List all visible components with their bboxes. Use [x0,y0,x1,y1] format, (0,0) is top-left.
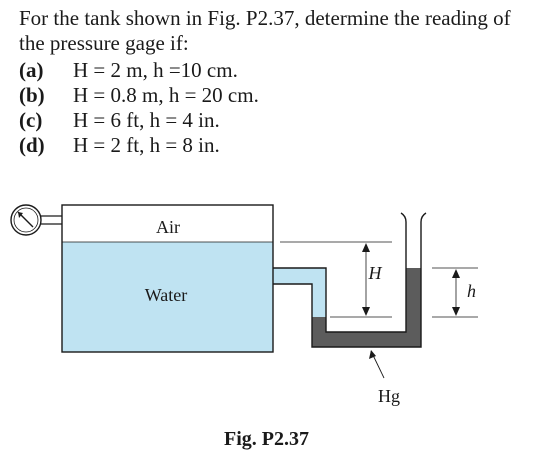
air-label: Air [156,217,180,237]
part-label: (d) [19,133,45,157]
pipe-water [273,268,312,284]
problem-parts: (a) H = 2 m, h =10 cm. (b) H = 0.8 m, h … [19,58,524,158]
water-label: Water [145,285,188,305]
utube-right-top [420,212,427,268]
part-text: H = 2 m, h =10 cm. [73,58,238,82]
part-text: H = 2 ft, h = 8 in. [73,133,220,157]
h-label: h [467,281,476,301]
part-label: (b) [19,83,45,107]
connecting-pipe-outer [273,267,407,333]
part-label: (c) [19,108,43,132]
part-a: (a) H = 2 m, h =10 cm. [19,58,524,83]
problem-intro: For the tank shown in Fig. P2.37, determ… [19,6,511,55]
pressure-gage-icon [10,204,42,236]
problem-statement: For the tank shown in Fig. P2.37, determ… [19,6,524,158]
part-text: H = 6 ft, h = 4 in. [73,108,220,132]
hg-leader-arrow [369,350,376,359]
figure-caption: Fig. P2.37 [224,428,309,450]
H-arrow-up [362,243,370,252]
H-arrow-down [362,307,370,316]
part-c: (c) H = 6 ft, h = 4 in. [19,108,524,133]
H-label: H [368,263,383,283]
h-arrow-down [452,307,460,316]
part-d: (d) H = 2 ft, h = 8 in. [19,133,524,158]
tank-outline [61,204,274,353]
pipe-water-down [312,268,326,317]
part-text: H = 0.8 m, h = 20 cm. [73,83,259,107]
connecting-pipe-inner [273,268,422,348]
hg-label: Hg [378,386,400,406]
h-arrow-up [452,269,460,278]
tank-water [62,242,273,352]
part-b: (b) H = 0.8 m, h = 20 cm. [19,83,524,108]
mercury-column [312,268,421,347]
part-label: (a) [19,58,44,82]
utube-left-top [400,212,407,268]
